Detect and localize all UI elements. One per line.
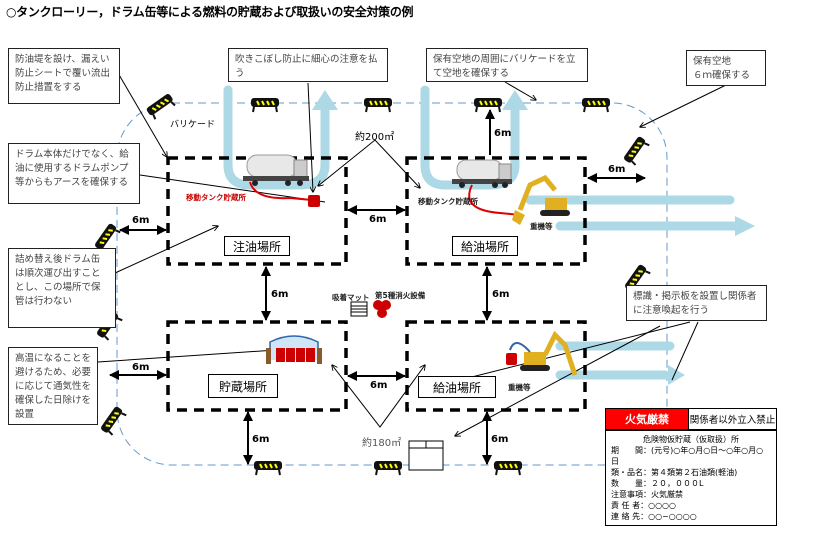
sign-row: 類・品名：第４類第２石油類(軽油) — [611, 468, 738, 477]
heavy-machinery-label: 重機等 — [508, 383, 531, 392]
leader-line — [671, 321, 699, 381]
barricade-icon — [364, 98, 392, 113]
fuel-hose — [468, 184, 521, 216]
tanker-truck-icon — [243, 154, 309, 186]
flow-arrowhead — [502, 90, 528, 110]
note-refill-drums: 詰め替え後ドラム缶は順次運び出すこととし、この場所で保管は行わない — [8, 248, 116, 328]
fire-extinguisher-icon — [373, 300, 391, 318]
excavator-icon — [520, 330, 578, 376]
dim-label: 6m — [370, 380, 388, 391]
flow-arrowhead — [735, 216, 755, 236]
drum-icon — [506, 353, 517, 365]
area-label-top: 約200㎡ — [355, 132, 395, 143]
note-sunshade: 高温になることを避けるため、必要に応じて通気性を確保した日除けを設置 — [8, 347, 98, 425]
dim-label: 6m — [491, 434, 509, 445]
sign-row: 責 任 者：○○○○ — [611, 501, 677, 510]
barricades — [95, 94, 651, 476]
absorbent-mat-icon — [350, 301, 368, 317]
dim-label: 6m — [252, 434, 270, 445]
dim-label: 6m — [492, 289, 510, 300]
page-title: ○タンクローリー，ドラム缶等による燃料の貯蔵および取扱いの安全対策の例 — [6, 5, 414, 19]
dim-label: 6m — [494, 128, 512, 139]
extinguisher-label: 第5種消火設備 — [375, 291, 426, 300]
zone-label-refueling-area: 注油場所 — [224, 236, 290, 256]
barricade-icon — [251, 98, 279, 113]
absorbent-mat-label: 吸着マット — [332, 293, 370, 302]
drum-icon — [308, 195, 320, 207]
leader-line — [307, 82, 313, 192]
barricade-icon — [374, 461, 402, 476]
barricade-icon — [624, 136, 650, 166]
dim-label: 6m — [608, 164, 626, 175]
dim-label: 6m — [132, 362, 150, 373]
sign-row: 数 量：２０，０００L — [611, 479, 704, 488]
notice-board-icon — [408, 440, 444, 471]
dim-label: 6m — [369, 214, 387, 225]
note-grounding: ドラム本体だけでなく、給油に使用するドラムポンプ等からもアースを確保する — [8, 143, 140, 204]
flow-arrows — [223, 85, 740, 380]
barricade-icon — [582, 98, 610, 113]
sign-row: 期 間：(元号)○年○月○日～○年○月○日 — [611, 446, 764, 466]
barricade-icon — [474, 98, 502, 113]
note-clearance-6m: 保有空地 ６ｍ確保する — [686, 50, 766, 86]
leader-line — [455, 325, 661, 436]
dim-label: 6m — [132, 215, 150, 226]
heavy-machinery-label: 重機等 — [530, 222, 553, 231]
zone-label-fueling-area-top: 給油場所 — [452, 236, 518, 256]
leader-line — [97, 350, 276, 363]
drum-storage-shed-icon — [266, 335, 322, 364]
barricade-icon — [625, 264, 651, 294]
flow-arrowhead — [312, 90, 338, 110]
note-barricade-perimeter: 保有空地の周囲にバリケードを立て空地を確保する — [426, 48, 588, 82]
no-entry-label: 関係者以外立入禁止 — [688, 408, 777, 430]
hazard-sign-board: 火気厳禁 関係者以外立入禁止 危険物仮貯蔵（仮取扱）所 期 間：(元号)○年○月… — [605, 408, 777, 526]
sign-heading: 危険物仮貯蔵（仮取扱）所 — [643, 435, 739, 444]
dim-label: 6m — [271, 289, 289, 300]
fuel-hose — [249, 181, 313, 201]
flow-arrowhead — [668, 365, 685, 385]
zone-box-fueling-area-top — [405, 156, 587, 266]
note-oil-dike: 防油堤を設け、漏えい防止シートで覆い流出防止措置をする — [8, 48, 120, 104]
note-signage: 標識・掲示板を設置し関係者に注意喚起を行う — [626, 285, 767, 321]
barricade-icon — [494, 461, 522, 476]
leader-line — [114, 226, 218, 274]
sign-row: 連 絡 先：○○−○○○○ — [611, 512, 697, 521]
leader-line — [117, 72, 167, 157]
zone-label-fueling-area-bottom: 給油場所 — [418, 376, 496, 398]
tanker-truck-icon — [452, 159, 512, 188]
flow-arrow-top-right — [420, 85, 520, 190]
barricade-icon — [101, 406, 127, 436]
fuel-hose — [509, 342, 531, 353]
fire-prohibited-label: 火気厳禁 — [605, 408, 688, 430]
excavator-icon — [512, 174, 570, 225]
area-pointer-bottom — [332, 365, 425, 428]
sign-row: 注意事項：火気厳禁 — [611, 490, 683, 499]
barricade-icon — [254, 461, 282, 476]
mobile-tank-label: 移動タンク貯蔵所 — [418, 197, 478, 206]
barricade-icon — [146, 94, 176, 120]
flow-arrow-top-left — [223, 85, 330, 190]
area-label-bottom: 約180㎡ — [362, 438, 402, 449]
area-pointer-top — [318, 139, 420, 188]
note-spill-prevention: 吹きこぼし防止に細心の注意を払う — [228, 48, 388, 82]
leader-line — [640, 84, 727, 127]
zone-label-storage-area: 貯蔵場所 — [208, 374, 278, 398]
mobile-tank-label: 移動タンク貯蔵所 — [186, 193, 246, 202]
leader-line — [504, 81, 536, 100]
barricade-label: バリケード — [170, 120, 216, 130]
